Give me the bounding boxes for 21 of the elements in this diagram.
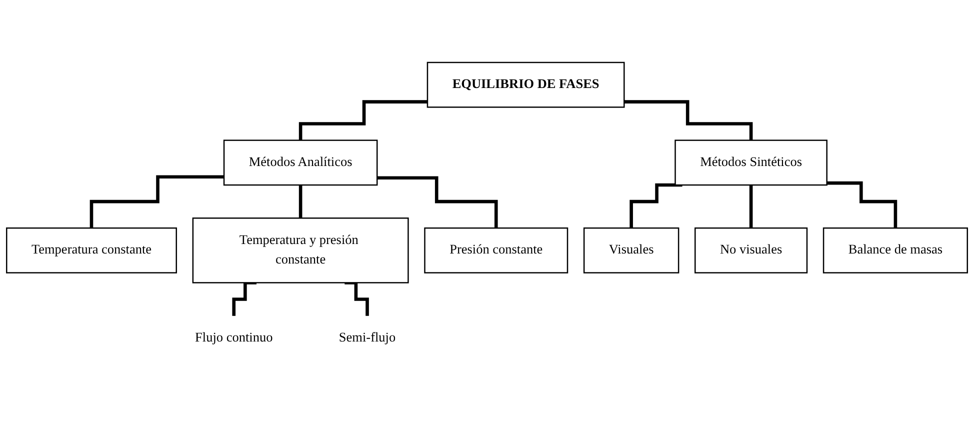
node-box: Temperatura y presión constante [192, 218, 409, 284]
connector [298, 100, 428, 142]
connector [826, 181, 898, 230]
node-text: Semi-flujo [338, 330, 396, 345]
node-box: Balance de masas [822, 227, 968, 274]
node-box: No visuales [694, 227, 808, 274]
connector [749, 183, 753, 230]
connector [298, 183, 302, 220]
node-box: EQUILIBRIO DE FASES [426, 62, 625, 108]
node-box: Métodos Sintéticos [674, 140, 828, 186]
connector [90, 175, 224, 230]
node-box: Visuales [583, 227, 680, 274]
node-box: Presión constante [424, 227, 568, 274]
connector [624, 100, 753, 142]
connector [377, 176, 498, 230]
connector [630, 183, 682, 230]
node-box: Temperatura constante [6, 227, 177, 274]
node-box: Métodos Analíticos [223, 140, 378, 186]
connector [344, 281, 369, 318]
node-text: Flujo continuo [195, 330, 273, 345]
connector [232, 281, 256, 318]
